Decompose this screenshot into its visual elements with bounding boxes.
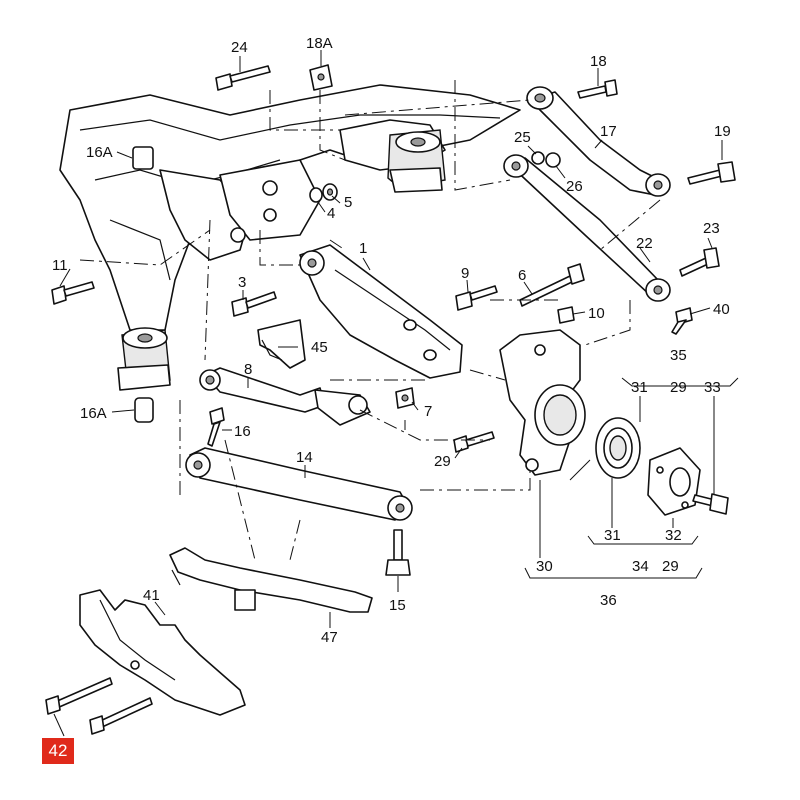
label-34: 34 xyxy=(632,558,649,575)
label-7: 7 xyxy=(424,403,432,420)
lower-control-arm-1 xyxy=(299,244,463,379)
label-18: 18 xyxy=(590,53,607,70)
label-14: 14 xyxy=(296,449,313,466)
label-29-top: 29 xyxy=(670,379,687,396)
washers-4-5 xyxy=(309,183,338,203)
bolt-18 xyxy=(577,79,618,99)
bolt-3 xyxy=(231,291,277,317)
label-15: 15 xyxy=(389,597,406,614)
label-1: 1 xyxy=(359,240,367,257)
rear-subframe xyxy=(59,84,521,331)
label-17: 17 xyxy=(600,123,617,140)
bolt-23 xyxy=(679,247,720,277)
label-32: 32 xyxy=(665,527,682,544)
label-29-mid: 29 xyxy=(434,453,451,470)
bolt-11 xyxy=(51,281,95,305)
label-5: 5 xyxy=(344,194,352,211)
label-45: 45 xyxy=(311,339,328,356)
link-8 xyxy=(199,367,371,426)
label-22: 22 xyxy=(636,235,653,252)
upper-link-22 xyxy=(503,154,671,302)
label-33: 33 xyxy=(704,379,721,396)
label-41: 41 xyxy=(143,587,160,604)
label-16: 16 xyxy=(234,423,251,440)
label-35: 35 xyxy=(670,347,687,364)
label-10: 10 xyxy=(588,305,605,322)
bolt-29-mid xyxy=(453,431,495,453)
bolt-16 xyxy=(207,407,225,447)
label-23: 23 xyxy=(703,220,720,237)
label-40: 40 xyxy=(713,301,730,318)
callout-labels: 24 18A 18 17 19 25 26 16A 5 4 1 23 22 11… xyxy=(52,35,731,646)
nut-10 xyxy=(557,306,575,324)
label-11: 11 xyxy=(52,257,68,274)
label-16a-top: 16A xyxy=(86,144,113,161)
underbody-panel-41 xyxy=(79,589,246,716)
bracket-45 xyxy=(257,319,306,369)
label-31-top: 31 xyxy=(631,379,648,396)
nut-18a xyxy=(309,64,333,91)
label-31-bottom: 31 xyxy=(604,527,621,544)
label-36: 36 xyxy=(600,592,617,609)
label-47: 47 xyxy=(321,629,338,646)
wheel-hub-32 xyxy=(647,447,701,516)
label-3: 3 xyxy=(238,274,246,291)
bolt-15 xyxy=(385,529,411,576)
wheel-bearing-31 xyxy=(595,417,641,479)
assembly-lines xyxy=(79,80,661,561)
subframe-bushing-lower xyxy=(117,327,171,391)
bolts-42 xyxy=(45,677,153,735)
label-18a: 18A xyxy=(306,35,333,52)
label-26: 26 xyxy=(566,178,583,195)
bolt-40 xyxy=(671,307,693,335)
stop-buffer-16a-top xyxy=(132,146,154,170)
bolt-6 xyxy=(519,263,585,307)
label-25: 25 xyxy=(514,129,531,146)
label-8: 8 xyxy=(244,361,252,378)
label-24: 24 xyxy=(231,39,248,56)
wheel-carrier-30 xyxy=(499,329,586,476)
label-16a-bottom: 16A xyxy=(80,405,107,422)
highlighted-label-42: 42 xyxy=(42,738,74,764)
label-19: 19 xyxy=(714,123,731,140)
label-4: 4 xyxy=(327,205,335,222)
bolt-24 xyxy=(215,65,271,91)
label-30: 30 xyxy=(536,558,553,575)
bolt-33 xyxy=(692,493,729,515)
subframe-bushing-upper xyxy=(387,129,446,193)
bracket-47 xyxy=(169,547,373,613)
bolt-9 xyxy=(455,285,498,311)
nut-7 xyxy=(395,387,415,409)
label-29-bottom: 29 xyxy=(662,558,679,575)
upper-arm-17 xyxy=(526,86,671,197)
leader-lines xyxy=(53,50,739,737)
label-6: 6 xyxy=(518,267,526,284)
washers-25-26 xyxy=(531,151,561,168)
label-9: 9 xyxy=(461,265,469,282)
lower-link-14 xyxy=(185,447,413,521)
bolt-19 xyxy=(687,161,736,185)
stop-buffer-16a-bottom xyxy=(134,397,154,423)
